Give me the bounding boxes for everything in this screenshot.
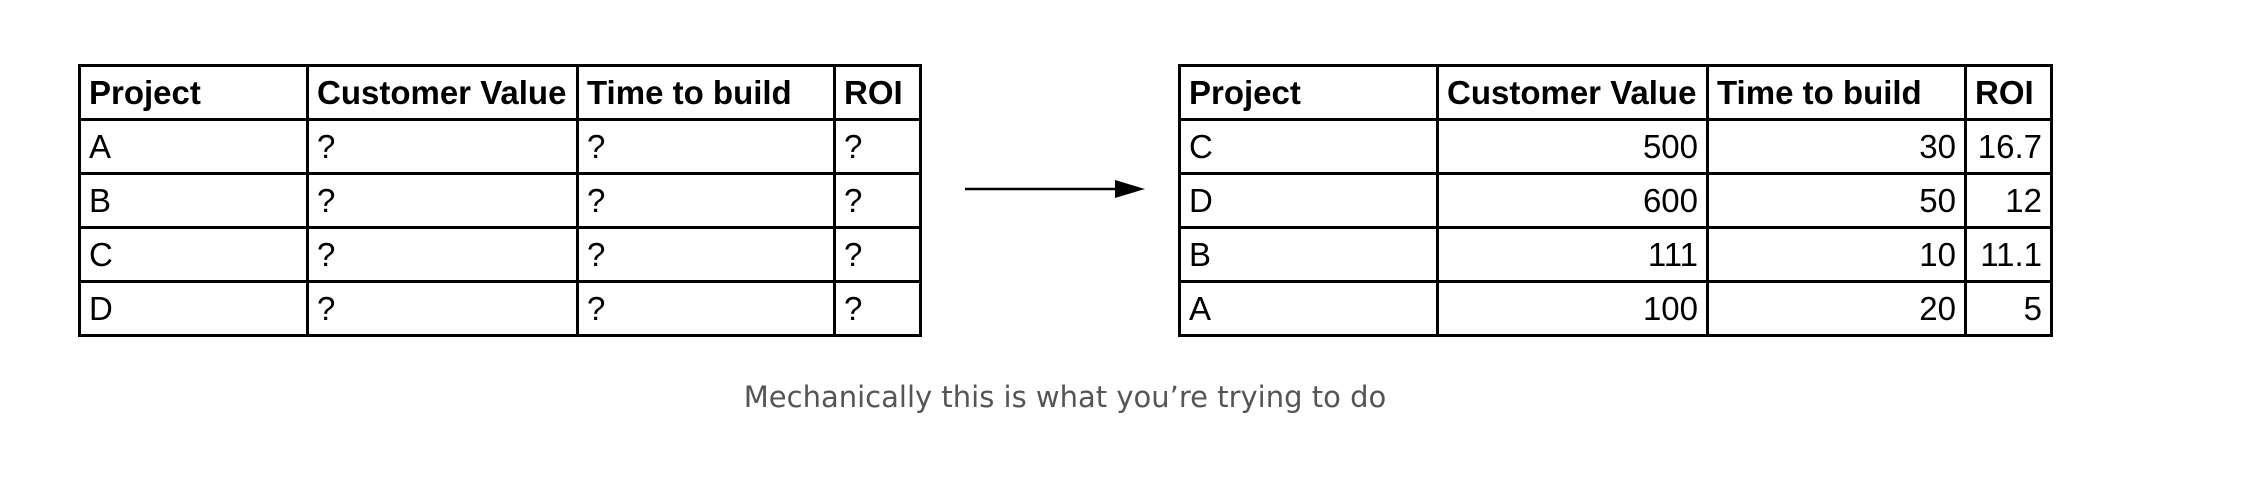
- cell-customer-value: 600: [1436, 172, 1709, 229]
- table-header-row: Project Customer Value Time to build ROI: [78, 64, 922, 121]
- cell-roi: 5: [1964, 280, 2053, 337]
- cell-project: C: [78, 226, 309, 283]
- cell-time-to-build: ?: [576, 226, 836, 283]
- table-row: D 600 50 12: [1178, 172, 2053, 229]
- cell-customer-value: ?: [306, 226, 579, 283]
- header-roi: ROI: [833, 64, 922, 121]
- cell-roi: 11.1: [1964, 226, 2053, 283]
- cell-customer-value: 100: [1436, 280, 1709, 337]
- cell-project: D: [78, 280, 309, 337]
- cell-project: D: [1178, 172, 1439, 229]
- header-roi: ROI: [1964, 64, 2053, 121]
- cell-time-to-build: ?: [576, 118, 836, 175]
- cell-time-to-build: 50: [1706, 172, 1967, 229]
- cell-customer-value: ?: [306, 172, 579, 229]
- cell-time-to-build: 30: [1706, 118, 1967, 175]
- cell-time-to-build: 10: [1706, 226, 1967, 283]
- table-header-row: Project Customer Value Time to build ROI: [1178, 64, 2053, 121]
- table-row: B ? ? ?: [78, 172, 922, 229]
- cell-project: A: [78, 118, 309, 175]
- table-row: A 100 20 5: [1178, 280, 2053, 337]
- cell-roi: ?: [833, 226, 922, 283]
- cell-customer-value: 500: [1436, 118, 1709, 175]
- header-project: Project: [1178, 64, 1439, 121]
- table-row: C ? ? ?: [78, 226, 922, 283]
- cell-customer-value: 111: [1436, 226, 1709, 283]
- cell-project: C: [1178, 118, 1439, 175]
- sorted-projects-table: Project Customer Value Time to build ROI…: [1178, 64, 2053, 337]
- cell-roi: ?: [833, 118, 922, 175]
- cell-roi: 12: [1964, 172, 2053, 229]
- header-time-to-build: Time to build: [1706, 64, 1967, 121]
- cell-time-to-build: ?: [576, 280, 836, 337]
- cell-roi: ?: [833, 280, 922, 337]
- header-customer-value: Customer Value: [306, 64, 579, 121]
- cell-roi: ?: [833, 172, 922, 229]
- table-row: D ? ? ?: [78, 280, 922, 337]
- cell-project: A: [1178, 280, 1439, 337]
- cell-roi: 16.7: [1964, 118, 2053, 175]
- header-project: Project: [78, 64, 309, 121]
- header-time-to-build: Time to build: [576, 64, 836, 121]
- cell-customer-value: ?: [306, 118, 579, 175]
- cell-project: B: [78, 172, 309, 229]
- table-row: B 111 10 11.1: [1178, 226, 2053, 283]
- cell-time-to-build: ?: [576, 172, 836, 229]
- figure-caption: Mechanically this is what you’re trying …: [743, 380, 1387, 414]
- cell-customer-value: ?: [306, 280, 579, 337]
- header-customer-value: Customer Value: [1436, 64, 1709, 121]
- cell-project: B: [1178, 226, 1439, 283]
- unsorted-projects-table: Project Customer Value Time to build ROI…: [78, 64, 922, 337]
- arrow-right-icon: [965, 180, 1145, 198]
- cell-time-to-build: 20: [1706, 280, 1967, 337]
- table-row: A ? ? ?: [78, 118, 922, 175]
- table-row: C 500 30 16.7: [1178, 118, 2053, 175]
